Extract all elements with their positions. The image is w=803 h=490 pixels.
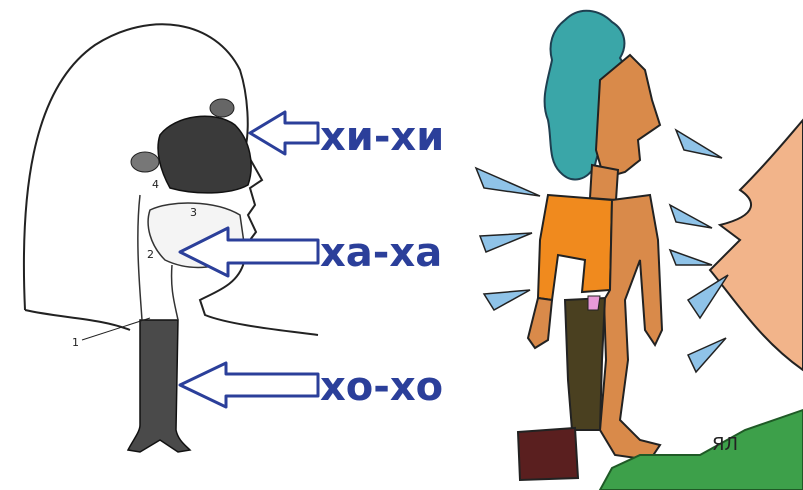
shard (676, 130, 722, 158)
character-left-arm (528, 298, 552, 348)
number-4: 4 (152, 178, 159, 191)
shard (484, 290, 530, 310)
pink-detail (588, 296, 600, 310)
shard (480, 233, 532, 252)
anatomy-diagram: 1 2 3 4 хи-хи ха-ха хо-хо (24, 24, 444, 452)
character-boot (518, 428, 578, 480)
character-trousers (565, 298, 605, 430)
nasopharynx-dot (131, 152, 159, 172)
shard (688, 275, 728, 318)
sinus-dot (210, 99, 234, 117)
signature: ЯЛ (712, 434, 738, 455)
shard (476, 168, 540, 196)
arrow-head-level (250, 112, 318, 154)
label-ha-ha: ха-ха (320, 230, 442, 276)
nasal-cavity (158, 116, 251, 193)
shard (688, 338, 726, 372)
label-ho-ho: хо-хо (320, 364, 443, 410)
shard (670, 205, 712, 228)
cartoon-illustration: ЯЛ (476, 11, 803, 490)
arrow-chest-level (180, 363, 318, 407)
character-neck (590, 165, 618, 200)
number-1: 1 (72, 336, 79, 349)
character-shirt (538, 195, 612, 300)
shard (670, 250, 712, 265)
neck-back-outline (25, 310, 130, 330)
number-2: 2 (147, 248, 154, 261)
number-3: 3 (190, 206, 197, 219)
label-hi-hi: хи-хи (320, 114, 444, 160)
second-face (710, 120, 803, 370)
